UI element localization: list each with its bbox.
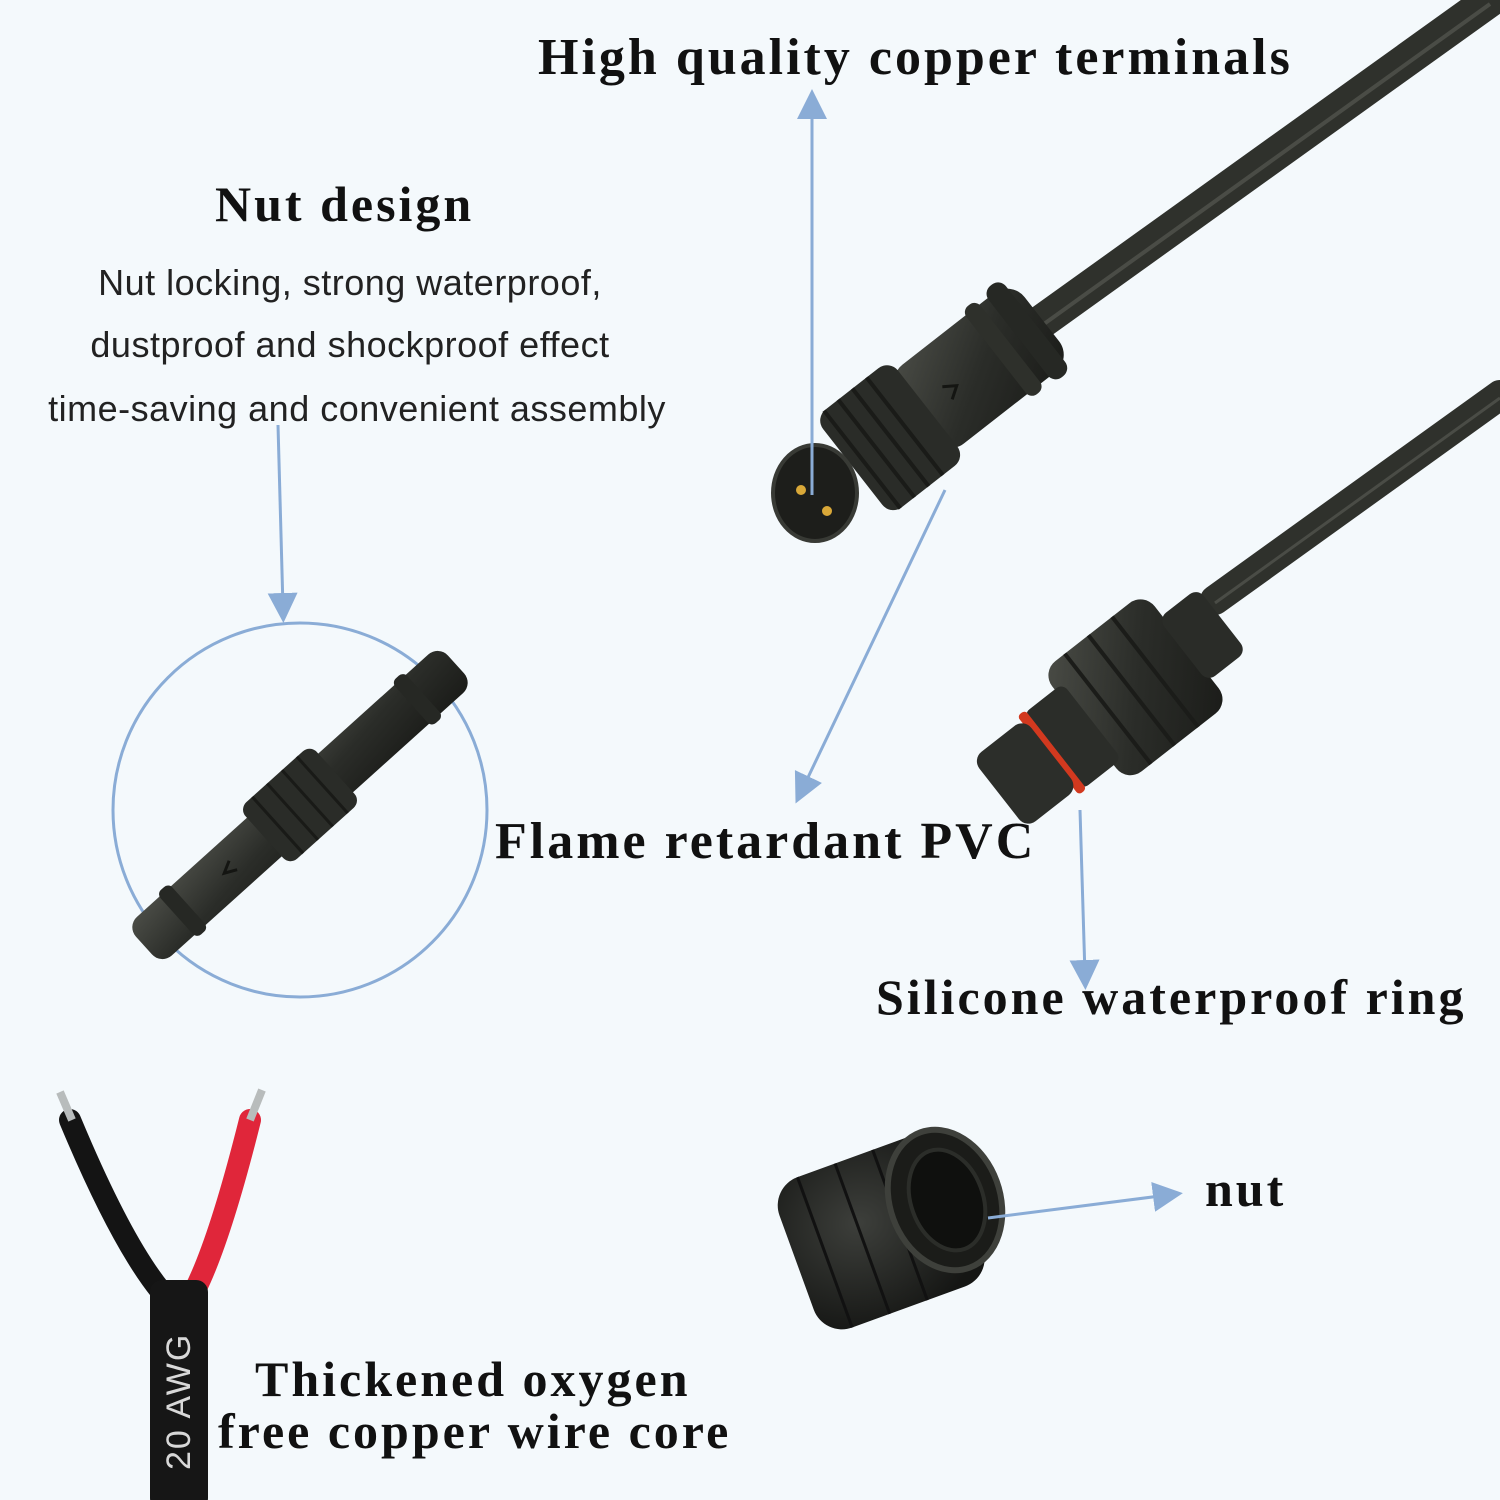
cable-upper [1013, 0, 1500, 347]
arrow-nut [987, 1182, 1183, 1220]
callout-wire-core-line: free copper wire core [218, 1403, 732, 1459]
nut-part [777, 1126, 1006, 1330]
callout-silicone-ring: Silicone waterproof ring [876, 969, 1467, 1025]
callout-flame-retardant-pvc: Flame retardant PVC [495, 813, 1037, 870]
arrow-pvc [794, 489, 947, 804]
nut-design-desc-line: Nut locking, strong waterproof, [98, 262, 602, 303]
callout-nut: nut [1205, 1161, 1287, 1217]
female-connector [976, 592, 1243, 824]
nut-design-desc-line: time-saving and convenient assembly [48, 388, 666, 429]
cable-awg-marking: 20 AWG [160, 1333, 198, 1470]
male-connector [771, 282, 1068, 543]
callout-copper-terminals: High quality copper terminals [538, 29, 1293, 86]
nut-design-desc-line: dustproof and shockproof effect [90, 324, 610, 365]
cable-lower [1200, 380, 1500, 615]
wire-core-cable: 20 AWG [56, 1088, 266, 1500]
callout-nut-design-title: Nut design [215, 176, 475, 232]
arrow-nut-design [267, 424, 298, 623]
callout-wire-core-line: Thickened oxygen [255, 1351, 691, 1407]
detail-circle [111, 621, 489, 999]
arrow-ring [1069, 809, 1100, 990]
